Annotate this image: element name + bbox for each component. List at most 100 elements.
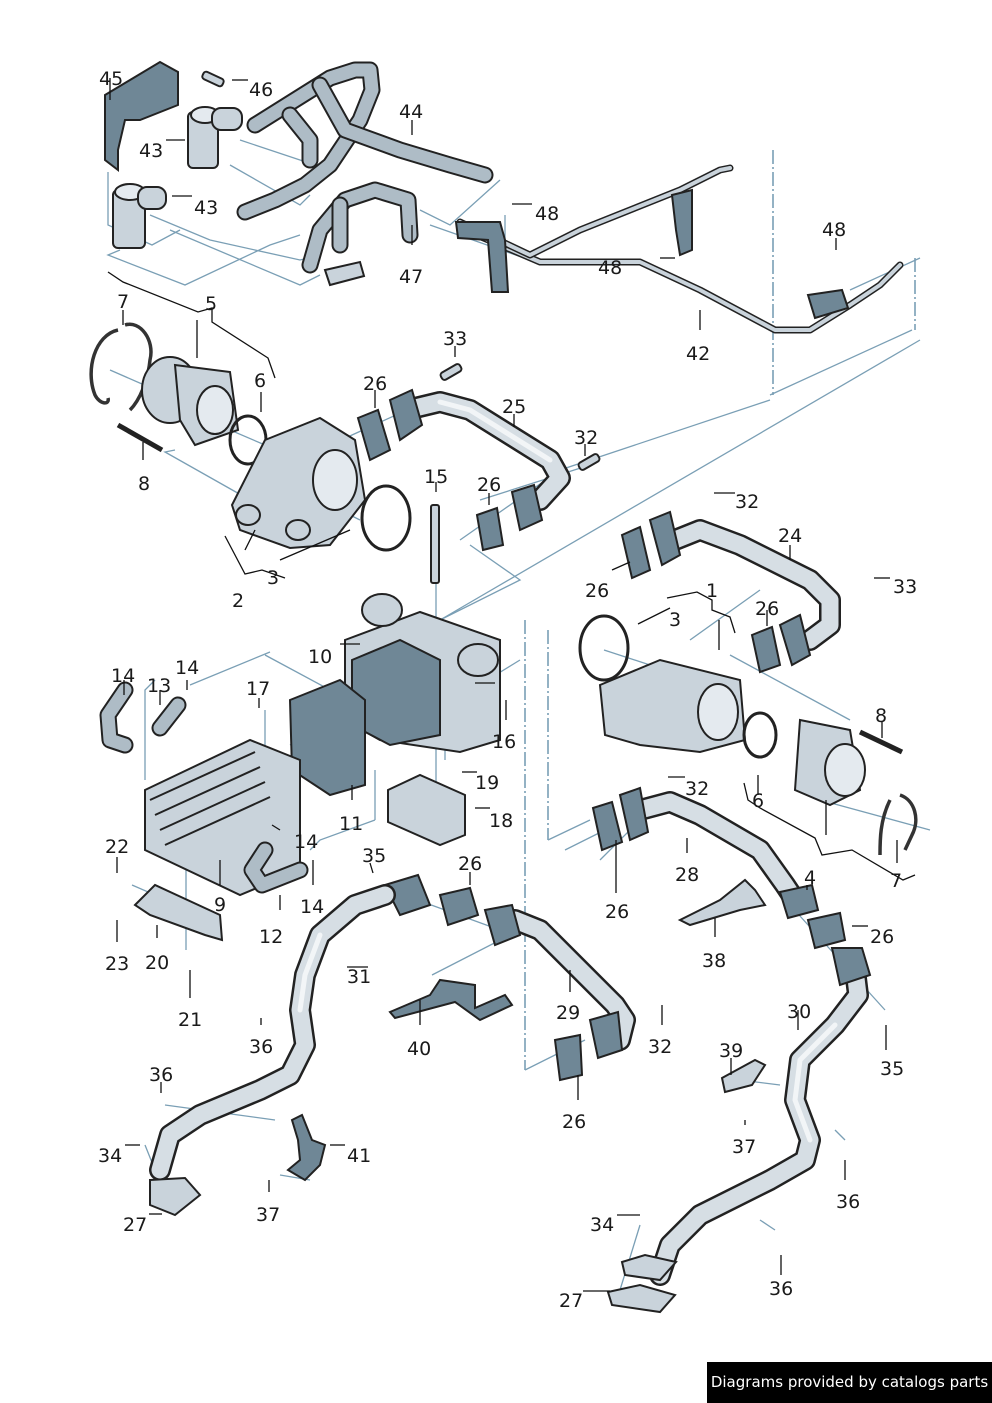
footer-credit-badge: Diagrams provided by catalogs parts [707,1362,992,1403]
callout-14-c: 14 [294,831,318,853]
callout-37-b: 37 [256,1204,280,1226]
callout-38: 38 [702,950,726,972]
callout-9: 9 [214,894,226,916]
callout-36-d: 36 [769,1278,793,1300]
callout-26-f: 26 [605,901,629,923]
callout-32-c: 32 [685,778,709,800]
vacuum-line-42 [454,164,904,334]
callout-3-lower: 3 [669,609,681,631]
callout-26-h: 26 [562,1111,586,1133]
callout-37-a: 37 [732,1136,756,1158]
callout-26-d: 26 [755,598,779,620]
callout-16: 16 [492,731,516,753]
callout-32-a: 32 [574,427,598,449]
callout-34-b: 34 [590,1214,614,1236]
callout-14-a: 14 [111,665,135,687]
callout-45: 45 [99,68,123,90]
callout-17: 17 [246,678,270,700]
callout-26-a: 26 [363,373,387,395]
callout-46: 46 [249,79,273,101]
callout-18: 18 [489,810,513,832]
callout-41: 41 [347,1145,371,1167]
callout-36-c: 36 [836,1191,860,1213]
callout-labels: 45 46 44 43 43 48 48 48 47 42 7 5 6 8 33… [98,68,917,1312]
egr-valve-housing-lower [578,614,918,856]
callout-44: 44 [399,101,423,123]
callout-47: 47 [399,266,423,288]
egr-pipe-28 [591,786,847,950]
callout-33-lower: 33 [893,576,917,598]
gasket-11 [288,678,366,797]
callout-48-a: 48 [535,203,559,225]
callout-27-b: 27 [559,1290,583,1312]
callout-21: 21 [178,1009,202,1031]
bolt-32-top [577,453,601,471]
bracket-41 [286,1113,327,1182]
callout-35-a: 35 [362,845,386,867]
callout-10: 10 [308,646,332,668]
vacuum-hoses-44 [236,61,494,221]
callout-42: 42 [686,343,710,365]
flange-5-assembly [89,322,268,466]
egr-pipe-24 [620,510,841,674]
callout-39: 39 [719,1040,743,1062]
callout-5: 5 [205,293,217,315]
callout-8-lower: 8 [875,705,887,727]
solenoid-valve-upper [187,106,243,169]
callout-32-d: 32 [648,1036,672,1058]
callout-14-b: 14 [175,657,199,679]
callout-25: 25 [502,396,526,418]
callout-6-upper: 6 [254,370,266,392]
bracket-20 [133,883,224,942]
callout-11: 11 [339,813,363,835]
callout-31: 31 [347,966,371,988]
callout-13: 13 [147,675,171,697]
callout-26-e: 26 [458,853,482,875]
egr-pipe-29 [383,873,636,1082]
callout-8-upper: 8 [138,473,150,495]
solenoid-valve-lower [112,183,167,249]
callout-20: 20 [145,952,169,974]
egr-cooler-9 [99,681,309,897]
bracket-38 [677,878,767,927]
callout-48-b: 48 [822,219,846,241]
bracket-18 [387,773,466,847]
callout-2: 2 [232,590,244,612]
callout-26-c: 26 [585,580,609,602]
callout-43-lower: 43 [194,197,218,219]
callout-35-b: 35 [880,1058,904,1080]
callout-34-a: 34 [98,1145,122,1167]
callout-36-a: 36 [249,1036,273,1058]
egr-pipe-31 [149,884,396,1217]
bolt-46 [201,70,225,88]
callout-43-upper: 43 [139,140,163,162]
callout-23: 23 [105,953,129,975]
egr-cooler-housing-10 [344,593,501,754]
callout-30: 30 [787,1001,811,1023]
callout-32-b: 32 [735,491,759,513]
callout-4: 4 [804,867,816,889]
callout-24: 24 [778,525,802,547]
callout-27-a: 27 [123,1214,147,1236]
vacuum-hoses-47 [301,181,419,287]
callout-29: 29 [556,1002,580,1024]
footer-credit-text: Diagrams provided by catalogs parts [710,1373,989,1391]
callout-26-g: 26 [870,926,894,948]
callout-14-d: 14 [300,896,324,918]
callout-48-c: 48 [598,257,622,279]
egr-pipe-25 [356,388,571,552]
callout-1: 1 [706,580,718,602]
callout-7-upper: 7 [117,291,129,313]
bracket-40 [388,978,514,1022]
bolt-15 [430,504,440,584]
callout-36-b: 36 [149,1064,173,1086]
callout-19: 19 [475,772,499,794]
bracket-45 [104,60,179,173]
callout-12: 12 [259,926,283,948]
bolt-33-top [439,363,463,381]
callout-40: 40 [407,1038,431,1060]
egr-valve-housing-upper [230,416,412,552]
callout-26-b: 26 [477,474,501,496]
callout-28: 28 [675,864,699,886]
